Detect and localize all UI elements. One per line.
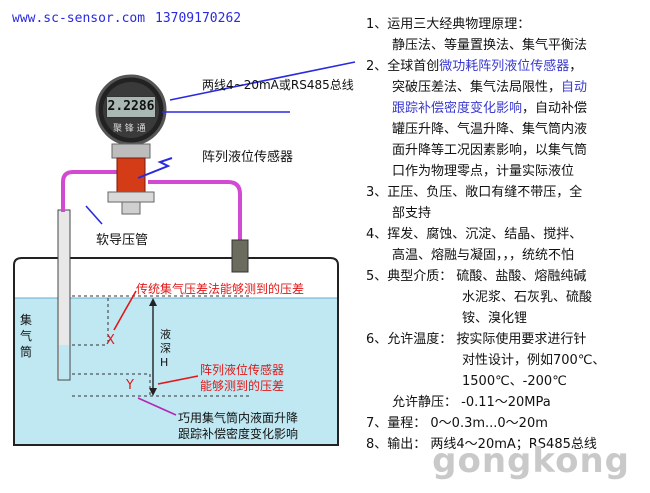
spec-2-line6: 口作为物理零点，计量实际液位 [392, 164, 575, 179]
spec-6-line3: 1500℃、-200℃ [462, 374, 567, 389]
tube-pointer [85, 205, 103, 225]
spec-5-line3: 铵、溴化锂 [462, 311, 528, 326]
tube-label: 软导压管 [96, 233, 149, 248]
spec-8: 8、输出： 两线4～20mA；RS485总线 [366, 437, 597, 452]
flange-stem [121, 201, 141, 215]
spec-list: 1、运用三大经典物理原理： 静压法、等量置换法、集气平衡法 2、全球首创微功耗阵… [366, 14, 648, 455]
meter-brand: 聚 锋 通 [113, 124, 146, 134]
spec-4-line2: 高温、熔融与凝固，，，统统不怕 [392, 248, 575, 263]
spec-3: 3、正压、负压、敞口有缝不带压，全 [366, 185, 583, 200]
chamber-liquid [59, 345, 69, 379]
signal-pointer-a [169, 61, 356, 101]
array-label: 阵列液位传感器 能够测到的压差 [200, 363, 285, 393]
y-arrow [157, 375, 199, 385]
tank-diagram [13, 61, 356, 446]
chamber-label: 集 气 筒 [20, 313, 33, 359]
y-label: Y [126, 378, 134, 393]
watermark: gongkong [432, 441, 630, 481]
depth-label: 液 深 H [160, 328, 171, 369]
flange [107, 191, 155, 203]
array-sensor [116, 157, 146, 193]
pink-pipe-right [148, 180, 242, 240]
phone-number: 13709170262 [155, 11, 242, 26]
depth-arrow-bottom [149, 388, 157, 396]
spec-3-line2: 部支持 [392, 206, 432, 221]
pink-pipe-left [61, 170, 118, 212]
spec-2-line2: 突破压差法、集气法局限性，自动 [392, 80, 588, 95]
tracking-arrow [137, 397, 177, 416]
lcd-display: 2.2286 [106, 96, 156, 118]
spec-1: 1、运用三大经典物理原理： [366, 17, 531, 32]
spec-2-line3: 跟踪补偿密度变化影响，自动补偿 [392, 101, 588, 116]
spec-5-line2: 水泥浆、石灰乳、硫酸 [462, 290, 593, 305]
spec-static-pressure: 允许静压： -0.11～20MPa [392, 395, 551, 410]
x-arrow [113, 290, 137, 331]
sensor-label: 阵列液位传感器 [202, 150, 294, 165]
sensor-pointer [137, 157, 173, 179]
spec-5: 5、典型介质： 硫酸、盐酸、熔融纯碱 [366, 269, 587, 284]
meter-neck [111, 143, 151, 159]
spec-2-line5: 面升降等工况因素影响，以集气筒 [392, 143, 588, 158]
spec-2-line4: 罐压升降、气温升降、集气筒内液 [392, 122, 588, 137]
spec-1-line2: 静压法、等量置换法、集气平衡法 [392, 38, 588, 53]
website-url: www.sc-sensor.com [12, 11, 146, 26]
spec-6: 6、允许温度： 按实际使用要求进行针 [366, 332, 587, 347]
probe [231, 239, 249, 273]
signal-label: 两线4~20mA或RS485总线 [202, 78, 354, 92]
traditional-label: 传统集气压差法能够测到的压差 [136, 282, 305, 296]
depth-arrow-top [149, 298, 157, 306]
tracking-label: 巧用集气筒内液面升降 跟踪补偿密度变化影响 [178, 411, 299, 441]
spec-2: 2、全球首创微功耗阵列液位传感器， [366, 59, 583, 74]
spec-4: 4、挥发、腐蚀、沉淀、结晶、搅拌、 [366, 227, 583, 242]
x-label: X [106, 333, 115, 348]
spec-6-line2: 对性设计，例如700℃、 [462, 353, 606, 368]
spec-7: 7、量程： 0～0.3m...0～20m [366, 416, 548, 431]
